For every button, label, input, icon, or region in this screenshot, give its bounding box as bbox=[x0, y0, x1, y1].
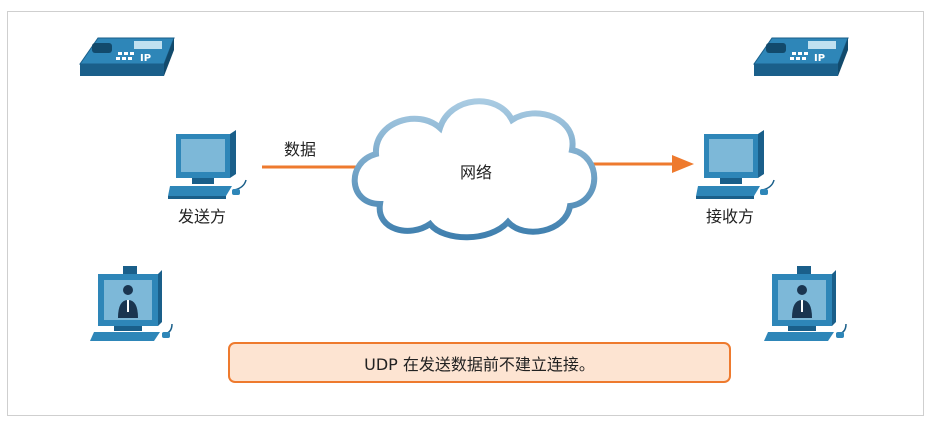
ip-phone-icon: IP bbox=[79, 37, 175, 76]
video-terminal-icon bbox=[90, 266, 173, 341]
udp-note-text: UDP 在发送数据前不建立连接。 bbox=[364, 354, 595, 374]
data-label: 数据 bbox=[284, 140, 317, 159]
ip-phone-icon: IP bbox=[753, 37, 849, 76]
computer-icon bbox=[696, 130, 775, 199]
computer-icon bbox=[168, 130, 247, 199]
sender-label: 发送方 bbox=[178, 207, 227, 226]
receiver-label: 接收方 bbox=[706, 207, 755, 226]
network-label: 网络 bbox=[460, 163, 493, 182]
arrow-head-icon bbox=[672, 155, 694, 173]
phone-ip-tag: IP bbox=[814, 53, 825, 64]
cloud-icon bbox=[351, 98, 598, 241]
video-terminal-icon bbox=[764, 266, 847, 341]
udp-note-box: UDP 在发送数据前不建立连接。 bbox=[228, 342, 731, 383]
phone-ip-tag: IP bbox=[140, 53, 151, 64]
